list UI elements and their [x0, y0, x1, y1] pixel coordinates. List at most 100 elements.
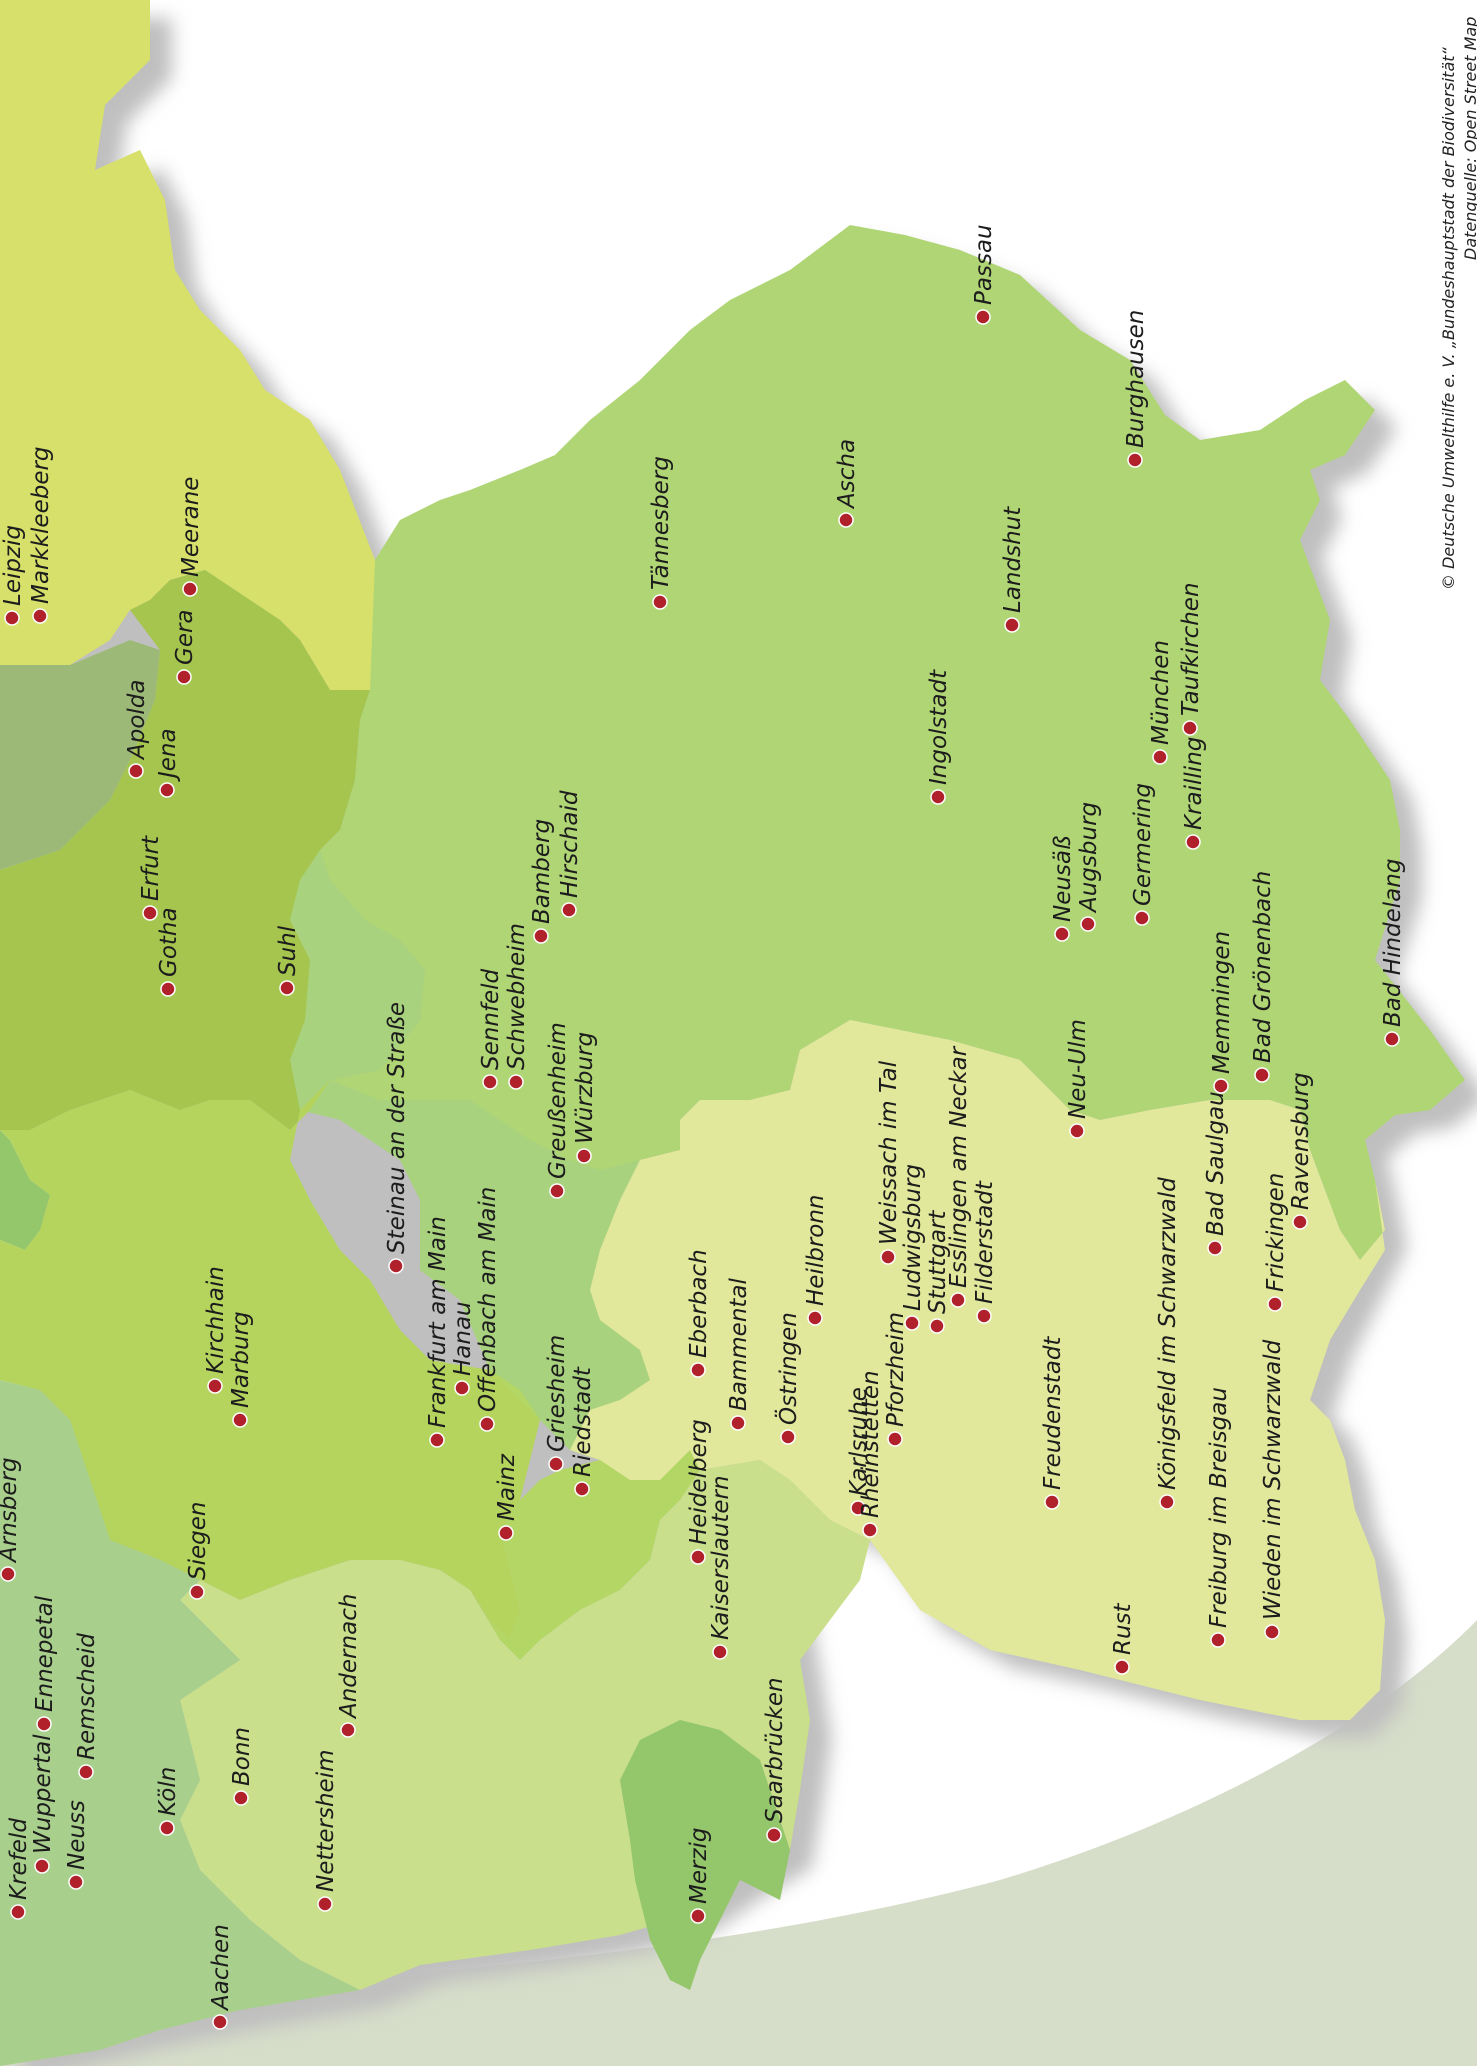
city-label: Griesheim [544, 1335, 570, 1452]
city-aachen: Aachen [208, 1924, 234, 2030]
city-label: Neuss [64, 1800, 90, 1870]
city-label: Offenbach am Main [475, 1187, 501, 1412]
city-andernach: Andernach [336, 1594, 362, 1738]
city-marker [142, 905, 158, 921]
city-erfurt: Erfurt [138, 835, 164, 921]
city-bad-hindelang: Bad Hindelang [1380, 859, 1406, 1047]
city-label: Weissach im Tal [876, 1060, 902, 1245]
city-label: Karlsruhe [846, 1387, 872, 1496]
city-marker [1292, 1214, 1308, 1230]
city-label: Saarbrücken [762, 1677, 788, 1823]
city-greussenheim: Greußenheim [545, 1022, 571, 1199]
city-marker [1127, 452, 1143, 468]
region-saarland [620, 1720, 790, 1990]
city-marker [1182, 720, 1198, 736]
city-marker [576, 1148, 592, 1164]
credit-line-1: © Deutsche Umwelthilfe e. V. „Bundeshaup… [1439, 46, 1458, 590]
city-frickingen: Frickingen [1263, 1173, 1289, 1312]
city-eberbach: Eberbach [686, 1249, 712, 1378]
city-griesheim: Griesheim [544, 1335, 570, 1472]
city-memmingen: Memmingen [1209, 931, 1235, 1094]
city-label: Jena [155, 728, 181, 782]
city-marker [160, 981, 176, 997]
region-baden-wuerttemberg [570, 1020, 1385, 1720]
city-label: Riedstadt [570, 1366, 596, 1477]
city-marker [34, 1858, 50, 1874]
city-label: Siegen [185, 1502, 211, 1580]
city-marker [1152, 749, 1168, 765]
city-label: München [1148, 640, 1174, 745]
city-marker [78, 1764, 94, 1780]
city-marker [1264, 1624, 1280, 1640]
city-label: Arnsberg [0, 1457, 22, 1564]
city-label: Krailling [1181, 737, 1207, 830]
city-label: Memmingen [1209, 931, 1235, 1074]
city-kaiserslautern: Kaiserslautern [708, 1475, 734, 1660]
city-stuttgart: Stuttgart [925, 1210, 951, 1334]
city-label: Rust [1110, 1602, 1136, 1655]
city-marker [279, 980, 295, 996]
city-sennfeld: Sennfeld [478, 968, 504, 1090]
city-label: Bammental [726, 1277, 752, 1411]
city-merzig: Merzig [686, 1827, 712, 1924]
city-esslingen-am-neckar: Esslingen am Neckar [946, 1045, 972, 1308]
city-bad-gronenbach: Bad Grönenbach [1250, 871, 1276, 1083]
city-marker [929, 1318, 945, 1334]
city-label: Marburg [228, 1311, 254, 1408]
city-burghausen: Burghausen [1123, 310, 1149, 468]
city-marker [975, 309, 991, 325]
city-label: Hanau [450, 1301, 476, 1376]
city-apolda: Apolda [124, 680, 150, 779]
city-label: Mainz [494, 1453, 520, 1521]
city-steinau-an-der-strasse: Steinau an der Straße [384, 1002, 410, 1274]
region-sachsen-anhalt [0, 640, 160, 870]
city-meerane: Meerane [178, 477, 204, 597]
city-label: Gera [172, 609, 198, 665]
city-mainz: Mainz [494, 1453, 520, 1541]
city-hanau: Hanau [450, 1301, 476, 1396]
city-rust: Rust [1110, 1602, 1136, 1675]
city-marker [10, 1904, 26, 1920]
city-marker [950, 1292, 966, 1308]
city-leipzig: Leipzig [0, 525, 26, 626]
city-label: Greußenheim [545, 1022, 571, 1179]
city-marker [652, 594, 668, 610]
city-tannesberg: Tännesberg [648, 456, 674, 610]
city-marker [159, 1820, 175, 1836]
city-ravensburg: Ravensburg [1288, 1072, 1314, 1230]
city-konigsfeld-im-schwarzwald: Königsfeld im Schwarzwald [1155, 1177, 1181, 1510]
city-marker [574, 1481, 590, 1497]
city-label: Neusäß [1050, 836, 1076, 923]
city-wuppertal: Wuppertal [30, 1734, 56, 1874]
city-marker [36, 1716, 52, 1732]
city-label: Ludwigsburg [900, 1164, 926, 1311]
region-fragment [0, 1130, 50, 1250]
city-label: Filderstadt [972, 1180, 998, 1304]
city-label: Heilbronn [803, 1194, 829, 1306]
city-marker [4, 610, 20, 626]
city-ascha: Ascha [834, 439, 860, 528]
city-gotha: Gotha [156, 907, 182, 997]
city-label: Meerane [178, 477, 204, 577]
city-kirchhain: Kirchhain [203, 1266, 229, 1394]
city-label: Bonn [229, 1727, 255, 1786]
city-label: Frankfurt am Main [425, 1216, 451, 1428]
city-offenbach-am-main: Offenbach am Main [475, 1187, 501, 1432]
city-marker [1384, 1031, 1400, 1047]
city-marker [1159, 1494, 1175, 1510]
city-arnsberg: Arnsberg [0, 1457, 22, 1582]
city-label: Merzig [686, 1827, 712, 1904]
city-marker [1210, 1632, 1226, 1648]
city-label: Bad Saulgau [1203, 1091, 1229, 1236]
city-krailling: Krailling [1181, 737, 1207, 850]
city-marker [548, 1456, 564, 1472]
city-saarbrucken: Saarbrücken [762, 1677, 788, 1843]
city-marker [838, 512, 854, 528]
city-label: Freudenstadt [1040, 1336, 1066, 1490]
city-koln: Köln [155, 1767, 181, 1836]
city-label: Leipzig [0, 525, 26, 606]
city-marker [128, 763, 144, 779]
region-sachsen [0, 0, 410, 690]
city-label: Stuttgart [925, 1210, 951, 1314]
